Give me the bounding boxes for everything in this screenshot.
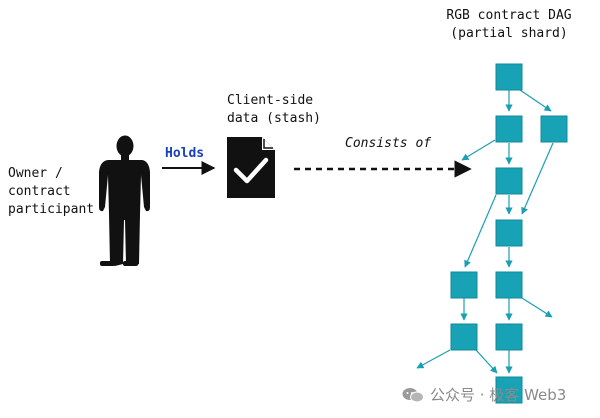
dag-node	[495, 271, 523, 299]
dag-title-line-1: RGB contract DAG	[446, 8, 571, 23]
dag-edge	[475, 349, 498, 374]
dag-title-line-2: (partial shard)	[450, 26, 567, 41]
dag-node	[495, 167, 523, 195]
wechat-icon	[402, 387, 424, 402]
stash-label: Client-side data (stash)	[227, 93, 321, 126]
person-silhouette-icon	[99, 135, 150, 266]
watermark: 公众号 · 极客 Web3	[402, 384, 566, 405]
owner-label-line-3: participant	[8, 202, 94, 217]
dag-edge	[461, 139, 496, 161]
owner-label-line-2: contract	[8, 184, 71, 199]
dag-title: RGB contract DAG (partial shard)	[446, 8, 571, 41]
dag-node	[495, 63, 523, 91]
watermark-text: 公众号 · 极客 Web3	[430, 386, 567, 404]
dag-node	[495, 219, 523, 247]
dag-edge	[416, 349, 451, 369]
dag-edge	[521, 142, 554, 215]
dag-edge	[521, 297, 553, 318]
dag-edge	[464, 194, 497, 268]
dag-edges	[416, 89, 554, 374]
dag-node	[450, 271, 478, 299]
document-check-icon	[227, 137, 275, 198]
consists-label: Consists of	[345, 136, 431, 151]
dag-node	[495, 323, 523, 351]
dag-nodes	[450, 63, 568, 404]
dag-edge	[519, 89, 552, 112]
dag-node	[450, 323, 478, 351]
stash-label-line-1: Client-side	[227, 93, 313, 108]
dag-node	[495, 376, 523, 404]
dag-node	[540, 115, 568, 143]
owner-label-line-1: Owner /	[8, 166, 63, 181]
dag-node	[495, 115, 523, 143]
holds-label: Holds	[165, 146, 204, 161]
stash-label-line-2: data (stash)	[227, 111, 321, 126]
owner-label: Owner / contract participant	[8, 166, 94, 217]
